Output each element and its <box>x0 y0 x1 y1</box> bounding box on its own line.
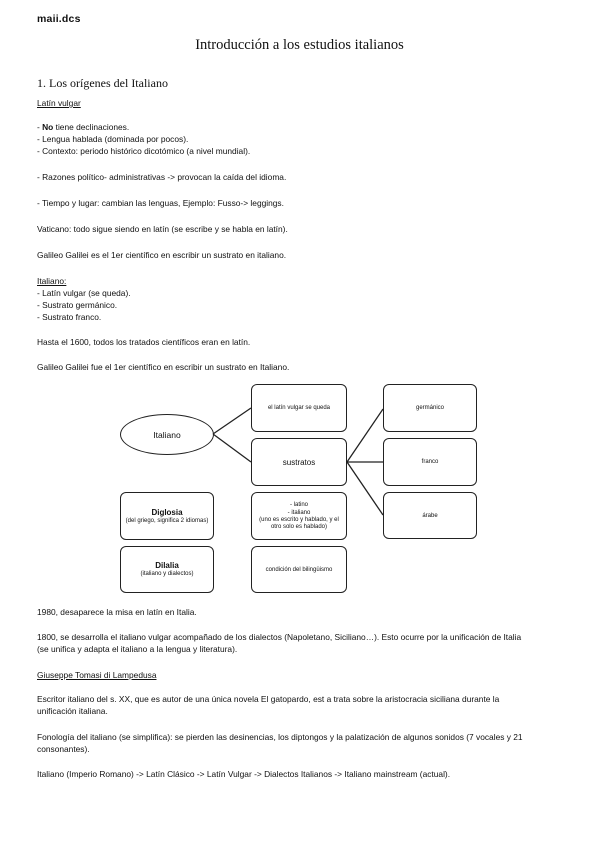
node-label: árabe <box>422 512 438 519</box>
node-franco: franco <box>383 438 477 486</box>
subheading-latin-vulgar: Latín vulgar <box>37 98 81 108</box>
node-subtitle: (italiano y dialectos) <box>140 571 194 578</box>
list-item: - Contexto: periodo histórico dicotómico… <box>37 146 251 156</box>
list-item: - Sustrato germánico. <box>37 300 118 310</box>
list-item: - Sustrato franco. <box>37 312 102 322</box>
node-label: el latín vulgar se queda <box>267 405 331 411</box>
node-germanico: germánico <box>383 384 477 432</box>
paragraph: 1800, se desarrolla el italiano vulgar a… <box>37 632 522 642</box>
page-title: Introducción a los estudios italianos <box>195 37 404 53</box>
node-bilinguismo: condición del bilingüismo <box>251 546 347 593</box>
connector-line <box>212 433 252 463</box>
node-latin-vulgar: el latín vulgar se queda <box>251 384 347 432</box>
paragraph: Italiano (Imperio Romano) -> Latín Clási… <box>37 769 451 779</box>
paragraph: consonantes). <box>37 744 90 754</box>
node-sustratos: sustratos <box>251 438 347 486</box>
paragraph: (se unifica y adapta el italiano a la le… <box>37 644 238 654</box>
subheading-tomasi: Giuseppe Tomasi di Lampedusa <box>37 670 157 680</box>
connector-line <box>212 407 252 435</box>
paragraph: Hasta el 1600, todos los tratados cientí… <box>37 337 251 347</box>
node-diglosia: Diglosia (del griego, significa 2 idioma… <box>120 492 214 540</box>
node-arabe: árabe <box>383 492 477 539</box>
paragraph: 1980, desaparece la misa en latín en Ita… <box>37 607 197 617</box>
node-italiano: Italiano <box>120 414 214 455</box>
paragraph: Galileo Galilei es el 1er científico en … <box>37 250 287 260</box>
list-item: - Lengua hablada (dominada por pocos). <box>37 134 189 144</box>
subheading-italiano: Italiano: <box>37 276 67 286</box>
paragraph: Vaticano: todo sigue siendo en latín (se… <box>37 224 288 234</box>
list-item: - Latín vulgar (se queda). <box>37 288 131 298</box>
node-title: Dilalia <box>155 561 179 571</box>
connector-line <box>346 461 384 516</box>
section-title: 1. Los orígenes del Italiano <box>37 76 168 90</box>
paragraph: - Razones político- administrativas -> p… <box>37 172 287 182</box>
paragraph: Fonología del italiano (se simplifica): … <box>37 732 523 742</box>
node-dilalia: Dilalia (italiano y dialectos) <box>120 546 214 593</box>
list-item: - No tiene declinaciones. <box>37 122 130 132</box>
node-subtitle: (del griego, significa 2 idiomas) <box>125 517 209 524</box>
list-item-text: tiene declinaciones. <box>53 122 130 132</box>
connector-line <box>346 408 384 463</box>
brand-logo: maii.dcs <box>37 13 81 25</box>
node-title: Diglosia <box>151 507 183 517</box>
node-label: condición del bilingüismo <box>265 566 333 573</box>
node-line: (uno es escrito y hablado, y el otro sol… <box>259 516 339 531</box>
emphasis-text: No <box>42 122 54 132</box>
node-label: franco <box>421 459 439 465</box>
node-line: - latino <box>289 501 308 508</box>
node-label: germánico <box>415 405 444 411</box>
paragraph: Escritor italiano del s. XX, que es auto… <box>37 694 500 704</box>
node-label: sustratos <box>282 457 316 467</box>
node-language-list: - latino - italiano (uno es escrito y ha… <box>251 492 347 540</box>
paragraph: - Tiempo y lugar: cambian las lenguas, E… <box>37 198 284 208</box>
node-line: - italiano <box>287 509 311 516</box>
paragraph: unificación italiana. <box>37 706 108 716</box>
paragraph: Galileo Galilei fue el 1er científico en… <box>37 362 290 372</box>
